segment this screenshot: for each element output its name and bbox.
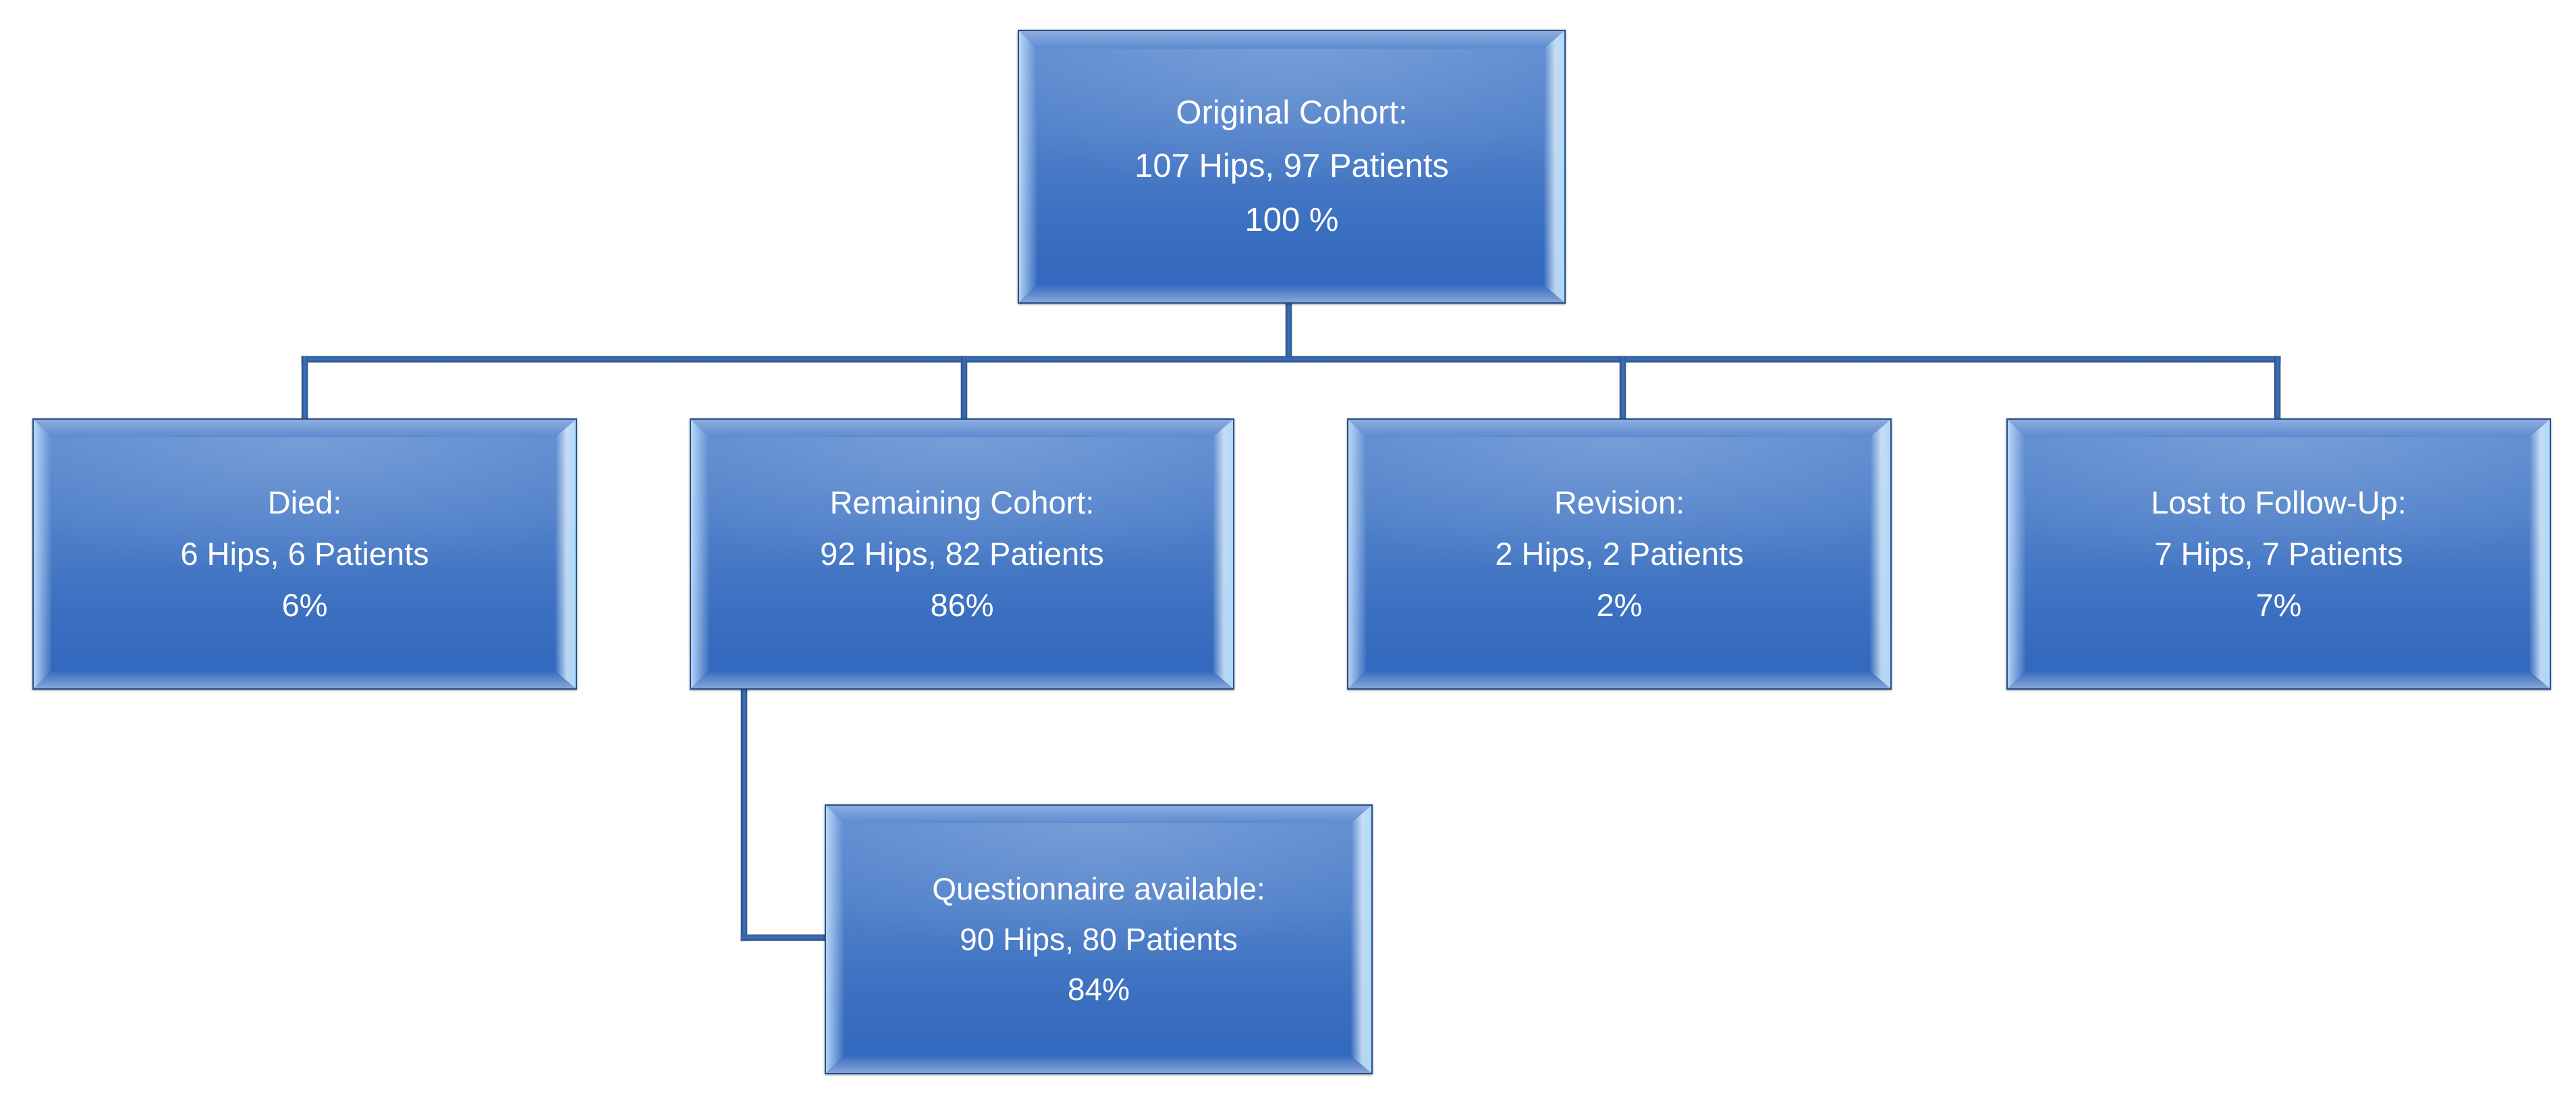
node-counts: 2 Hips, 2 Patients <box>1495 535 1744 572</box>
node-remaining-cohort-label: Remaining Cohort: 92 Hips, 82 Patients 8… <box>691 420 1233 688</box>
node-percent: 86% <box>930 587 994 624</box>
node-questionnaire-available[interactable]: Questionnaire available: 90 Hips, 80 Pat… <box>825 804 1373 1074</box>
node-lost-to-followup-label: Lost to Follow-Up: 7 Hips, 7 Patients 7% <box>2008 420 2550 688</box>
connector-elbow-to-questionnaire <box>741 935 830 941</box>
connector-drop-to-revision <box>1620 356 1626 418</box>
node-remaining-cohort[interactable]: Remaining Cohort: 92 Hips, 82 Patients 8… <box>690 418 1234 690</box>
node-heading: Died: <box>267 484 342 520</box>
connector-horizontal-bus <box>302 356 2280 362</box>
connector-drop-from-remaining-cohort <box>741 690 747 941</box>
node-died-label: Died: 6 Hips, 6 Patients 6% <box>34 420 576 688</box>
node-counts: 90 Hips, 80 Patients <box>960 921 1238 957</box>
node-counts: 107 Hips, 97 Patients <box>1134 148 1449 185</box>
node-percent: 6% <box>281 587 328 624</box>
node-percent: 84% <box>1067 972 1130 1007</box>
connector-trunk-from-original-cohort <box>1286 304 1292 362</box>
node-revision[interactable]: Revision: 2 Hips, 2 Patients 2% <box>1347 418 1892 690</box>
connector-drop-to-remaining-cohort <box>961 356 967 418</box>
node-counts: 6 Hips, 6 Patients <box>180 535 429 572</box>
node-died[interactable]: Died: 6 Hips, 6 Patients 6% <box>32 418 577 690</box>
node-counts: 7 Hips, 7 Patients <box>2154 535 2403 572</box>
node-percent: 2% <box>1596 587 1643 624</box>
node-original-cohort[interactable]: Original Cohort: 107 Hips, 97 Patients 1… <box>1018 30 1566 304</box>
node-percent: 7% <box>2255 587 2302 624</box>
node-heading: Revision: <box>1554 484 1685 520</box>
node-counts: 92 Hips, 82 Patients <box>820 535 1104 572</box>
node-questionnaire-available-label: Questionnaire available: 90 Hips, 80 Pat… <box>826 806 1371 1073</box>
node-percent: 100 % <box>1244 201 1339 238</box>
node-heading: Lost to Follow-Up: <box>2151 484 2407 520</box>
node-heading: Remaining Cohort: <box>829 484 1095 520</box>
connector-drop-to-lost-to-followup <box>2274 356 2280 418</box>
connector-drop-to-died <box>302 356 308 418</box>
node-heading: Original Cohort: <box>1176 94 1408 131</box>
node-lost-to-followup[interactable]: Lost to Follow-Up: 7 Hips, 7 Patients 7% <box>2006 418 2551 690</box>
node-original-cohort-label: Original Cohort: 107 Hips, 97 Patients 1… <box>1019 31 1564 302</box>
node-heading: Questionnaire available: <box>932 871 1265 907</box>
node-revision-label: Revision: 2 Hips, 2 Patients 2% <box>1348 420 1890 688</box>
